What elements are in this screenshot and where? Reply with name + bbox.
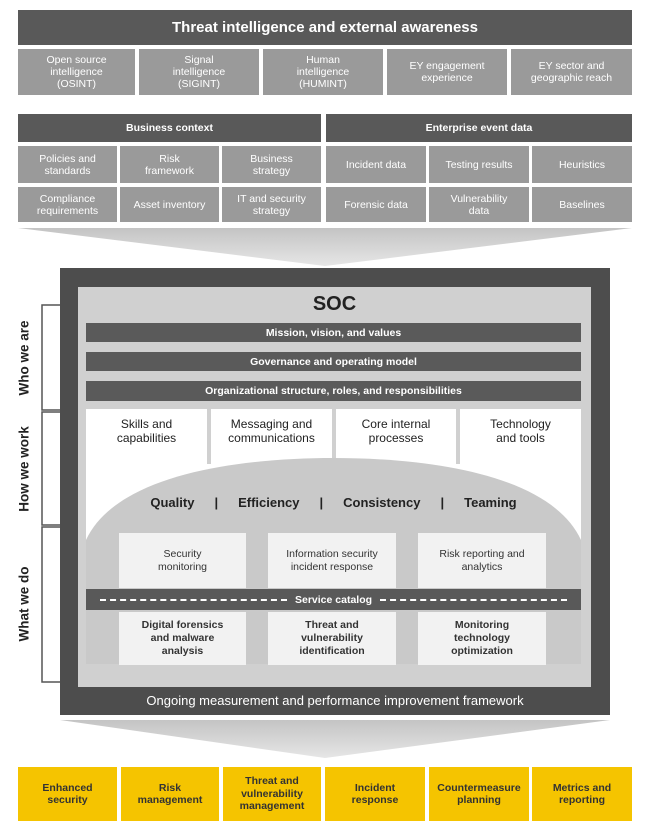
strip-mission: Mission, vision, and values: [86, 323, 581, 342]
threat-item-humint: Human intelligence (HUMINT): [263, 49, 383, 95]
funnel-arrow-bottom: [60, 720, 610, 758]
value-efficiency: Efficiency: [238, 494, 300, 510]
business-item-asset-inventory: Asset inventory: [120, 187, 219, 222]
threat-item-ey-sector: EY sector and geographic reach: [511, 49, 632, 95]
outcome-risk-management: Risk management: [121, 767, 219, 821]
enterprise-item-testing-results: Testing results: [429, 146, 529, 183]
value-separator: |: [440, 494, 445, 510]
enterprise-item-vulnerability-data: Vulnerability data: [429, 187, 529, 222]
strip-governance: Governance and operating model: [86, 352, 581, 371]
service-risk-reporting: Risk reporting and analytics: [418, 533, 546, 588]
pillar-skills: Skills and capabilities: [86, 409, 207, 464]
pillar-core-processes: Core internal processes: [336, 409, 456, 464]
enterprise-item-forensic-data: Forensic data: [326, 187, 426, 222]
business-item-risk-framework: Risk framework: [120, 146, 219, 183]
business-item-compliance: Compliance requirements: [18, 187, 117, 222]
value-quality: Quality: [150, 494, 195, 510]
threat-item-sigint: Signal intelligence (SIGINT): [139, 49, 259, 95]
threat-item-osint: Open source intelligence (OSINT): [18, 49, 135, 95]
measurement-framework-label: Ongoing measurement and performance impr…: [146, 692, 524, 708]
side-label-how-we-work: How we work: [16, 426, 32, 512]
side-label-who-we-are: Who we are: [16, 320, 32, 396]
enterprise-item-heuristics: Heuristics: [532, 146, 632, 183]
business-item-policies: Policies and standards: [18, 146, 117, 183]
outcome-enhanced-security: Enhanced security: [18, 767, 117, 821]
outcome-metrics-reporting: Metrics and reporting: [532, 767, 632, 821]
business-context-header: Business context: [18, 114, 321, 142]
strip-org-structure: Organizational structure, roles, and res…: [86, 381, 581, 401]
service-monitoring-optimization: Monitoring technology optimization: [418, 612, 546, 665]
service-threat-vulnerability: Threat and vulnerability identification: [268, 612, 396, 665]
enterprise-item-incident-data: Incident data: [326, 146, 426, 183]
funnel-arrow-top: [18, 228, 632, 266]
enterprise-item-baselines: Baselines: [532, 187, 632, 222]
threat-intel-header: Threat intelligence and external awarene…: [18, 10, 632, 45]
value-separator: |: [214, 494, 219, 510]
service-security-monitoring: Security monitoring: [119, 533, 246, 588]
value-teaming: Teaming: [464, 494, 517, 510]
side-label-what-we-do: What we do: [16, 566, 32, 642]
catalog-dots-left: [100, 598, 287, 601]
business-item-business-strategy: Business strategy: [222, 146, 321, 183]
pillar-messaging: Messaging and communications: [211, 409, 332, 464]
outcome-incident-response: Incident response: [325, 767, 425, 821]
value-separator: |: [319, 494, 324, 510]
values-row: Quality | Efficiency | Consistency | Tea…: [86, 491, 581, 513]
pillar-technology: Technology and tools: [460, 409, 581, 464]
service-catalog-label: Service catalog: [294, 593, 373, 606]
catalog-dots-right: [380, 598, 568, 601]
business-item-it-security-strategy: IT and security strategy: [222, 187, 321, 222]
service-digital-forensics: Digital forensics and malware analysis: [119, 612, 246, 665]
service-catalog-bar: Service catalog: [86, 589, 581, 610]
service-incident-response: Information security incident response: [268, 533, 396, 588]
outcome-countermeasure-planning: Countermeasure planning: [429, 767, 529, 821]
side-brackets: [41, 304, 62, 683]
enterprise-event-header: Enterprise event data: [326, 114, 632, 142]
value-consistency: Consistency: [343, 494, 421, 510]
soc-title: SOC: [312, 292, 357, 315]
threat-item-ey-engagement: EY engagement experience: [387, 49, 507, 95]
outcome-threat-vulnerability-management: Threat and vulnerability management: [223, 767, 321, 821]
